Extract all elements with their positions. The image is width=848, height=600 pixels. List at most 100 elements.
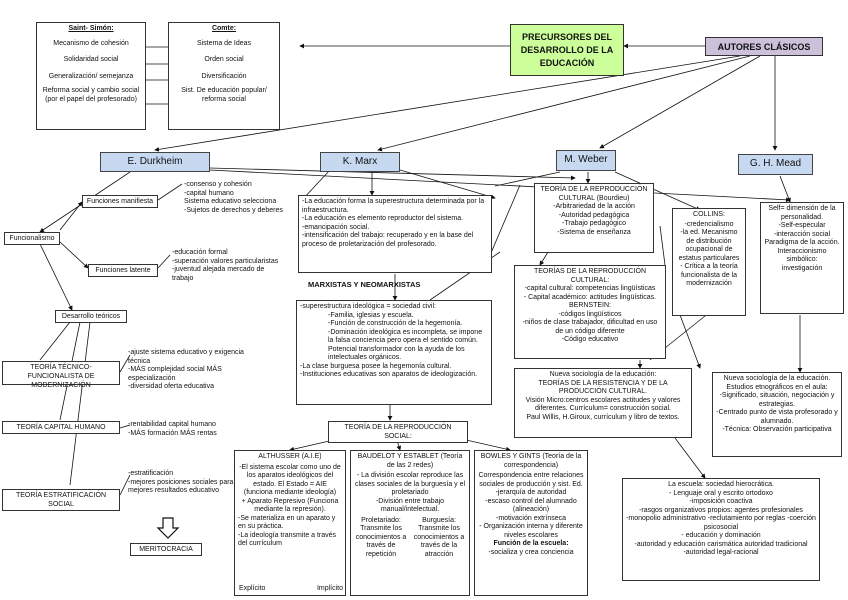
saint-simon-item: Generalización/ semejanza: [48, 72, 134, 80]
baudelot-item: -División entre trabajo manual/intelectu…: [375, 497, 445, 514]
althusser-item: -Se materializa en un aparato y en su pr…: [238, 514, 336, 531]
latente-item: -educación formal: [172, 249, 228, 256]
althusser-title: ALTHUSSER (A.I.E): [258, 453, 322, 460]
tecnico-item: -MÁS complejidad social MÁS especializac…: [128, 366, 222, 382]
comte-item: Orden social: [204, 56, 244, 63]
autores-clasicos-box: AUTORES CLÁSICOS: [705, 37, 823, 56]
escuela-item: -rasgos organizativos propios: agentes p…: [639, 506, 803, 514]
escuela-item: -autoridad y educación carismática autor…: [634, 540, 808, 548]
author-durkheim: E. Durkheim: [100, 152, 210, 172]
nueva-resist-item: Paul Willis, H.Giroux, currículum y libr…: [526, 413, 680, 421]
bourdieu-item: -Arbitrariedad de la acción: [553, 203, 635, 210]
bourdieu-item: TEORÍA DE LA REPRODUCCIÓN CULTURAL (Bour…: [540, 186, 648, 202]
funciones-latente-label: Funciones latente: [88, 264, 158, 277]
baudelot-proletariado: Proletariado: Transmite los conocimiento…: [354, 517, 408, 560]
marx-main-item: -La educación es elemento reproductor de…: [302, 215, 464, 222]
teorias-reproduccion-cultural-box: TEORÍAS DE LA REPRODUCCIÓN CULTURAL: -ca…: [514, 265, 666, 359]
repro-cult-item: BERNSTEIN:: [568, 302, 611, 309]
comte-item: Sistema de Ideas: [196, 39, 252, 47]
marxistas-label: MARXISTAS Y NEOMARXISTAS: [308, 280, 421, 289]
collins-box: COLLINS: -credencialismo -la ed. Mecanis…: [672, 208, 746, 316]
saint-simon-item: Solidaridad social: [63, 56, 119, 63]
self-item: -Self-especular: [778, 222, 826, 229]
baudelot-burguesia: Burguesía: Transmite los conocimientos a…: [412, 517, 466, 560]
comte-header: Comte:: [211, 25, 237, 32]
self-item: Self= dimensión de la personalidad.: [768, 205, 836, 221]
collins-item: -credencialismo: [684, 220, 734, 228]
bourdieu-item: -Trabajo pedagógico: [562, 220, 626, 227]
meritocracia-label: MERITOCRACIA: [130, 543, 202, 556]
collins-item: - Crítica a la teoría funcionalista de l…: [680, 263, 738, 287]
reproduccion-cultural-bourdieu-box: TEORÍA DE LA REPRODUCCIÓN CULTURAL (Bour…: [534, 183, 654, 253]
latente-item: -juventud alejada mercado de trabajo: [172, 266, 265, 282]
escuela-item: -imposición coactiva: [689, 498, 753, 505]
marx-main-item: -intensificación del trabajo: recuperado…: [302, 232, 474, 248]
autores-clasicos-text: AUTORES CLÁSICOS: [717, 42, 811, 52]
mead-self-box: Self= dimensión de la personalidad. -Sel…: [760, 202, 844, 314]
author-mead: G. H. Mead: [738, 154, 813, 175]
collins-item: COLLINS:: [693, 211, 725, 218]
teoria-capital-list: -rentabilidad capital humano -MÁS formac…: [128, 421, 246, 438]
bowles-item: -jerarquía de autoridad: [495, 489, 567, 496]
saint-simon-item: Mecanismo de cohesión: [53, 39, 129, 47]
nueva-resist-item: Visión Micro:centros escolares actitudes…: [525, 396, 681, 413]
burguesia-title: Burguesía:: [422, 516, 456, 524]
proletariado-title: Proletariado:: [361, 516, 401, 524]
superestructura-box: -superestructura ideológica = sociedad c…: [296, 300, 492, 405]
althusser-implicito: Implícito: [316, 584, 343, 592]
nueva-sociologia-resistencia-box: Nueva sociología de la educación: TEORÍA…: [514, 368, 692, 438]
althusser-explicito: Explícito: [239, 584, 266, 592]
nueva-resist-item: TEORÍAS DE LA RESISTENCIA Y DE LA PRODUC…: [538, 379, 668, 396]
teoria-capital-humano-label: TEORÍA CAPITAL HUMANO: [2, 421, 120, 434]
super-sub-item: -Función de construcción de la hegemonía…: [328, 320, 463, 327]
estrat-item: -estratificación: [128, 470, 174, 477]
estrat-item: -mejores posiciones sociales para los me…: [128, 478, 245, 495]
mead-nueva-item: -Técnica: Observación participativa: [722, 426, 832, 433]
bowles-item: Correspondencia entre relaciones sociale…: [478, 472, 584, 488]
super-end-item: -La clase burguesa posee la hegemonía cu…: [300, 362, 452, 370]
bowles-funcion: Función de la escuela:: [493, 540, 569, 547]
title-box: PRECURSORES DEL DESARROLLO DE LA EDUCACI…: [510, 24, 624, 76]
self-item: Paradigma de la acción.: [764, 239, 840, 246]
repro-cult-item: -Código educativo: [561, 336, 619, 343]
capital-item: -rentabilidad capital humano: [128, 421, 216, 428]
repro-cult-item: - Capital académico: actitudes lingüísti…: [523, 293, 657, 301]
bourdieu-item: -Autoridad pedagógica: [558, 211, 630, 219]
author-marx: K. Marx: [320, 152, 400, 172]
funciones-manifiesta-list: -consenso y cohesión -capital humano Sis…: [184, 181, 294, 215]
althusser-item: -El sistema escolar como uno de los apar…: [239, 463, 341, 497]
teoria-tecnico-list: -ajuste sistema educativo y exigencia té…: [128, 349, 246, 392]
marx-main-box: -La educación forma la superestructura d…: [298, 195, 492, 273]
bowles-item: - Organización interna y diferente nivel…: [479, 523, 583, 539]
super-sub-item: -Dominación ideológica es incompleta, se…: [328, 328, 483, 362]
comte-item: Sist. De educación popular/ reforma soci…: [181, 87, 267, 103]
escuela-item: -monopolio administrativo -reclutamiento…: [626, 515, 816, 531]
funcionalismo-label: Funcionalismo: [4, 232, 60, 245]
bowles-title: BOWLES Y GINTS (Teoría de la corresponde…: [480, 453, 582, 469]
saint-simon-header: Saint- Simón:: [68, 25, 114, 32]
mead-nueva-item: -Significado, situación, negociación y e…: [719, 392, 835, 408]
repro-cult-item: TEORÍAS DE LA REPRODUCCIÓN CULTURAL:: [533, 268, 647, 284]
tecnico-item: -ajuste sistema educativo y exigencia té…: [128, 349, 244, 365]
super-sub-item: -Familia, iglesias y escuela.: [328, 311, 414, 319]
title-text: PRECURSORES DEL DESARROLLO DE LA EDUCACI…: [520, 32, 614, 68]
repro-cult-item: -códigos lingüísticos: [558, 310, 622, 318]
desarrollo-teoricos-label: Desarrollo teóricos: [55, 310, 127, 323]
tecnico-item: -diversidad oferta educativa: [128, 383, 214, 390]
self-item: -interacción social: [773, 230, 831, 238]
althusser-item: + Aparato Represivo (Funciona mediante l…: [241, 497, 339, 514]
bowles-box: BOWLES Y GINTS (Teoría de la corresponde…: [474, 450, 588, 596]
althusser-box: ALTHUSSER (A.I.E) -El sistema escolar co…: [234, 450, 346, 596]
comte-item: Diversificación: [201, 72, 247, 80]
althusser-item: -La ideología transmite a través del cur…: [238, 531, 337, 548]
manifiesta-item: Sistema educativo selecciona: [184, 198, 277, 205]
manifiesta-item: -capital humano: [184, 189, 234, 197]
mead-nueva-item: -Centrado punto de vista profesorado y a…: [716, 409, 838, 425]
escuela-item: - Lenguaje oral y escrito ortodoxo: [669, 489, 773, 497]
super-end-item: -Instituciones educativas son aparatos d…: [300, 371, 478, 378]
bowles-end: -socializa y crea conciencia: [488, 548, 574, 556]
self-item: investigación: [781, 264, 823, 272]
marx-main-item: -emancipación social.: [302, 223, 370, 231]
escuela-hierocratica-box: La escuela: sociedad hierocrática. - Len…: [622, 478, 820, 581]
latente-item: -superación valores particularistas: [172, 257, 279, 265]
